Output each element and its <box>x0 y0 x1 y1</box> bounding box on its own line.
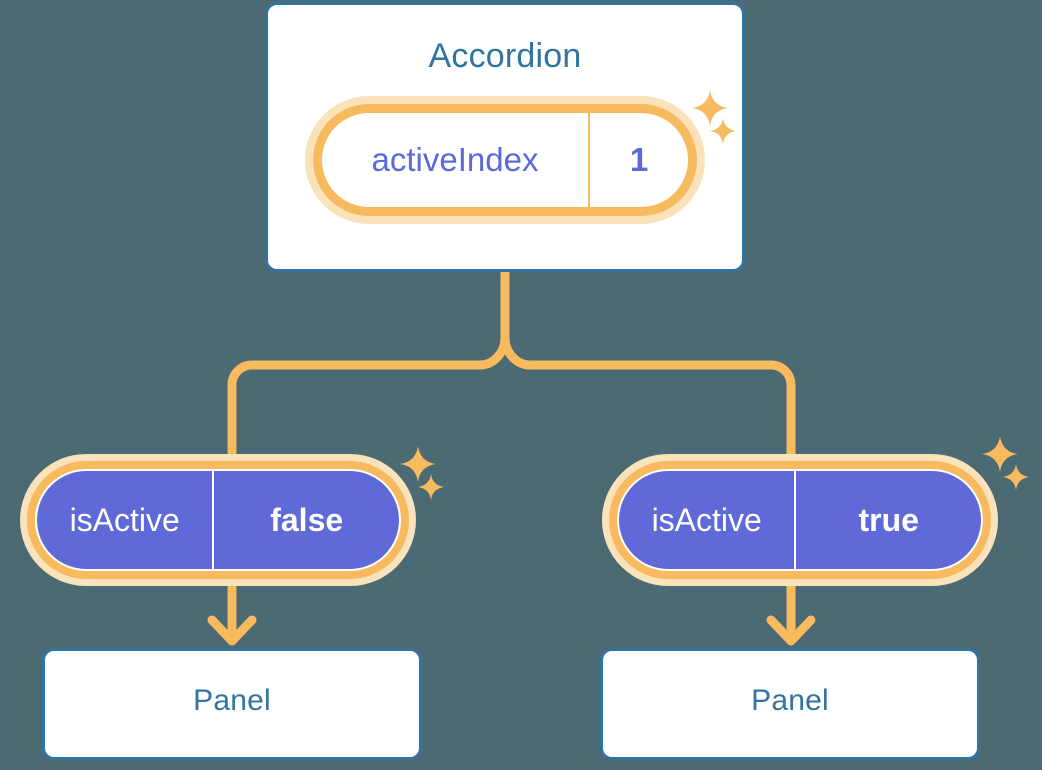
state-key-label: isActive <box>619 471 797 569</box>
state-pill-isactive-false[interactable]: isActive false <box>20 454 416 586</box>
pill-body: isActive false <box>35 469 401 571</box>
pill-body: isActive true <box>617 469 983 571</box>
pill-body: activeIndex 1 <box>322 113 688 207</box>
arrow-down-icon <box>766 615 816 646</box>
component-card-panel-right[interactable]: Panel <box>600 648 980 760</box>
sparkle-large-icon <box>982 436 1018 472</box>
state-value-label: 1 <box>629 141 649 178</box>
sparkle-small-icon <box>710 118 736 144</box>
sparkle-large-icon <box>692 90 728 126</box>
state-value-label: true <box>858 501 919 538</box>
sparkle-large-icon <box>400 446 436 482</box>
panel-title: Panel <box>751 684 829 717</box>
sparkle-small-icon <box>1003 464 1029 490</box>
page-title: Accordion <box>428 37 582 75</box>
pill-ring: isActive true <box>609 461 991 579</box>
pill-ring: isActive false <box>27 461 409 579</box>
component-card-panel-left[interactable]: Panel <box>42 648 422 760</box>
sparkle-small-icon <box>418 474 444 500</box>
arrow-down-icon <box>207 615 257 646</box>
panel-title: Panel <box>193 684 271 717</box>
pill-ring: activeIndex 1 <box>313 104 697 216</box>
state-key-label: activeIndex <box>322 113 590 207</box>
state-value-label: false <box>270 501 344 538</box>
state-pill-activeindex[interactable]: activeIndex 1 <box>305 96 705 224</box>
state-pill-isactive-true[interactable]: isActive true <box>602 454 998 586</box>
state-key-label: isActive <box>37 471 215 569</box>
